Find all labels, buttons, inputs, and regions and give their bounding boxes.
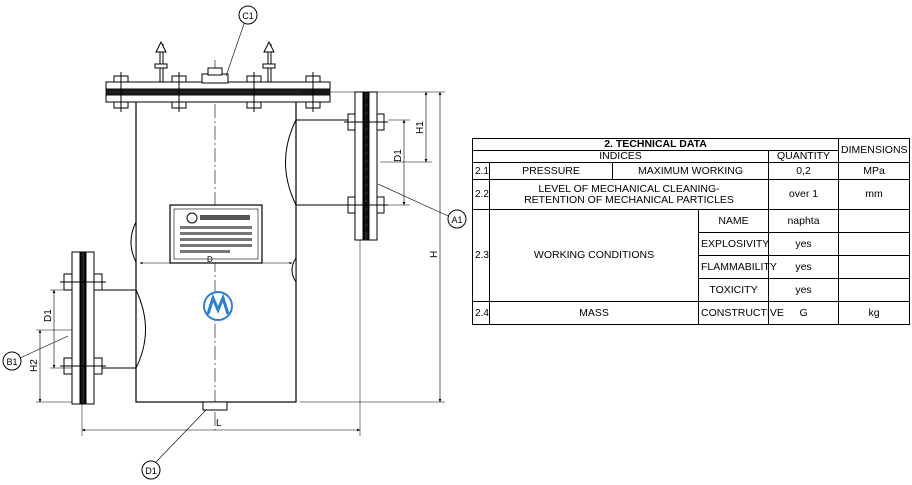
table-row: 2.2 LEVEL OF MECHANICAL CLEANING- RETENT… — [472, 179, 911, 210]
dim-label-h1: H1 — [415, 121, 426, 134]
dim-label-d: D — [207, 255, 213, 264]
table-title: 2. TECHNICAL DATA — [471, 138, 840, 151]
row-number: 2.4 — [472, 301, 490, 325]
row-number: 2.2 — [472, 179, 490, 210]
row-subindex: TOXICITY — [698, 278, 769, 302]
row-index: MASS — [489, 301, 699, 325]
callout-a1 — [447, 209, 467, 229]
right-outlet — [285, 91, 378, 241]
callout-b1 — [2, 351, 22, 371]
callout-d1 — [141, 460, 161, 480]
dim-label-d1-left: D1 — [43, 309, 54, 322]
technical-data-table: 2. TECHNICAL DATA DIMENSIONS INDICES QUA… — [471, 138, 911, 325]
table-row: 2.4 MASS CONSTRUCTIVE G kg — [472, 301, 911, 325]
row-quantity: yes — [767, 232, 840, 256]
row-dimension: MPa — [838, 162, 911, 180]
dim-label-h2: H2 — [29, 359, 40, 372]
row-quantity: over 1 — [767, 179, 840, 210]
row-dimension — [838, 278, 911, 302]
table-row: EXPLOSIVITY yes — [473, 232, 911, 256]
header-dimensions: DIMENSIONS — [838, 138, 911, 163]
row-quantity: yes — [767, 278, 840, 302]
row-quantity: naphta — [767, 209, 840, 233]
table-row: 2.3 WORKING CONDITIONS NAME naphta — [472, 209, 911, 302]
table-row: 2.1 PRESSURE MAXIMUM WORKING 0,2 MPa — [472, 162, 911, 180]
header-quantity: QUANTITY — [767, 150, 840, 163]
row-subindex: EXPLOSIVITY — [698, 232, 769, 256]
row-subindex: FLAMMABILITY — [698, 255, 777, 279]
table-row: TOXICITY yes — [473, 278, 911, 302]
row-subindex: CONSTRUCTIVE — [698, 301, 784, 325]
right-flange-bolts — [344, 113, 388, 214]
lifting-bolts — [154, 40, 276, 82]
left-inlet — [71, 251, 146, 405]
row-dimension — [838, 232, 911, 256]
row-dimension — [838, 255, 911, 279]
row-index: PRESSURE — [489, 162, 613, 180]
header-indices: INDICES — [472, 150, 769, 163]
row-number: 2.3 — [472, 209, 490, 302]
row-subindex: MAXIMUM WORKING — [612, 162, 769, 180]
filter-drawing: D H H1 D1 D1 H2 L C1 A1 B1 D1 — [2, 5, 467, 480]
callout-c1-label: C1 — [242, 11, 254, 21]
top-flange-bolts — [113, 72, 321, 112]
row-dimension: kg — [838, 301, 911, 325]
company-logo-icon — [203, 291, 233, 321]
name-plate — [169, 204, 263, 264]
callout-a1-label: A1 — [451, 215, 462, 225]
row-dimension: mm — [838, 179, 911, 210]
row-subindex: NAME — [698, 209, 769, 233]
right-boss — [291, 256, 297, 284]
bottom-drain — [202, 401, 228, 411]
top-cover-flange — [105, 67, 331, 103]
row-dimension — [838, 209, 911, 233]
callout-d1-label: D1 — [145, 466, 157, 476]
row-quantity: 0,2 — [767, 162, 840, 180]
table-row: FLAMMABILITY yes — [473, 255, 911, 279]
row-index: WORKING CONDITIONS — [489, 209, 699, 302]
row-number: 2.1 — [472, 162, 490, 180]
row-index: LEVEL OF MECHANICAL CLEANING- RETENTION … — [489, 179, 769, 210]
dim-label-d1-right: D1 — [393, 149, 404, 162]
dim-label-l: L — [216, 418, 222, 429]
left-flange-bolts — [60, 273, 106, 375]
dim-label-h: H — [429, 251, 440, 258]
row-quantity: G — [767, 301, 840, 325]
left-boss — [130, 221, 137, 263]
row-quantity: yes — [767, 255, 840, 279]
callout-c1 — [238, 5, 258, 25]
callout-b1-label: B1 — [6, 357, 17, 367]
